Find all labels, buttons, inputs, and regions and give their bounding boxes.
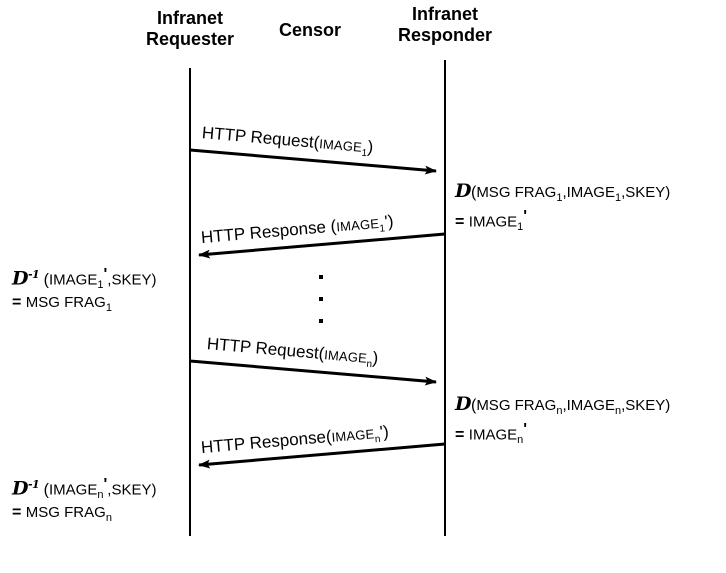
note-decode-1: D-1 (IMAGE1',SKEY) = MSG FRAG1 [12,263,156,315]
message-resp-n-suffix: ) [382,422,390,442]
participant-header-censor: Censor [245,20,375,41]
note-decode-n-open: ( [43,481,49,499]
note-decode-n-line1: D-1 (IMAGEn',SKEY) [12,473,156,502]
note-encode-n-sub2: n [614,405,622,417]
message-req-n-prefix: HTTP Request( [206,334,326,364]
continuation-ellipsis [318,275,324,323]
lifeline-responder [444,60,446,536]
lifeline-requester [189,68,191,536]
note-decode-1-open: ( [43,271,49,289]
participant-responder-line2: Responder [397,25,493,45]
message-req-n-sub: n [366,358,373,371]
message-resp-1-arg: IMAGE [335,215,380,235]
message-req-1-arg: IMAGE [318,136,363,155]
message-resp-1-prefix: HTTP Response ( [200,216,338,248]
note-decode-1-val: MSG FRAG [25,294,106,312]
decoder-inverse-operator-symbol: D [12,477,28,500]
note-encode-n-args: MSG FRAG [476,397,557,414]
note-encode-1-mid: ,IMAGE [562,184,615,201]
note-decode-1-args: IMAGE [49,271,98,289]
note-encode-n-sub1: n [556,405,563,417]
note-decode-n-sub1: n [97,489,104,502]
participant-responder-line1: Infranet [411,4,478,24]
note-decode-1-line1: D-1 (IMAGE1',SKEY) [12,263,156,292]
message-label-req-n: HTTP Request(IMAGEn) [206,334,379,371]
message-req-1-sub: 1 [361,147,368,160]
participant-requester-line2: Requester [145,29,235,49]
note-decode-n-args: IMAGE [49,481,98,499]
decoder-inverse-operator-symbol: D [12,267,28,290]
note-encode-n-eq: = [455,426,465,444]
note-decode-1-eq: = [12,294,22,312]
ellipsis-dot [319,319,323,323]
note-encode-1: D(MSG FRAG1,IMAGE1,SKEY) = IMAGE1' [455,180,670,234]
message-req-n-suffix: ) [371,348,380,368]
note-encode-1-tail: ,SKEY) [621,184,671,201]
note-decode-n-tail: ,SKEY) [107,481,157,499]
note-encode-1-sub2: 1 [614,192,622,204]
note-encode-n-prime: ' [523,421,528,438]
note-encode-n-tail: ,SKEY) [621,397,671,414]
message-req-n-arg: IMAGE [323,347,368,366]
note-decode-n-eq: = [12,504,22,522]
ellipsis-dot [319,275,323,279]
message-resp-1-suffix: ) [386,211,395,232]
message-label-resp-1: HTTP Response (IMAGE1') [200,212,394,250]
participant-header-requester: Infranet Requester [120,8,260,50]
note-decode-n-sub: n [105,512,112,525]
note-decode-1-prime: ' [103,266,108,283]
note-decode-n: D-1 (IMAGEn',SKEY) = MSG FRAGn [12,473,156,525]
note-decode-1-sub: 1 [105,302,112,315]
participant-requester-line1: Infranet [156,8,223,28]
note-encode-1-sub1: 1 [556,192,563,204]
note-decode-1-tail: ,SKEY) [107,271,157,289]
participant-header-responder: Infranet Responder [375,4,515,46]
note-encode-1-eq: = [455,213,465,231]
message-resp-1-sub: 1 [379,223,386,235]
note-encode-1-prime: ' [523,208,528,225]
message-resp-n-arg: IMAGE [330,426,376,445]
note-decode-1-exp: -1 [27,268,40,281]
note-decode-n-exp: -1 [27,478,40,491]
message-label-resp-n: HTTP Response(IMAGEn') [200,422,390,460]
note-decode-n-prime: ' [103,476,108,493]
note-encode-n-val: IMAGE [468,426,518,444]
message-req-1-suffix: ) [366,137,375,157]
note-encode-n-mid: ,IMAGE [562,397,615,414]
message-req-1-prefix: HTTP Request( [201,123,321,153]
note-encode-n-line2: = IMAGEn' [455,418,670,447]
ellipsis-dot [319,297,323,301]
note-decode-n-val: MSG FRAG [25,504,106,522]
note-encode-1-line1: D(MSG FRAG1,IMAGE1,SKEY) [455,180,670,205]
note-decode-1-sub1: 1 [97,279,104,292]
note-encode-1-sub: 1 [517,221,524,234]
note-encode-n-open: ( [470,397,477,414]
note-encode-1-line2: = IMAGE1' [455,205,670,234]
note-encode-n: D(MSG FRAGn,IMAGEn,SKEY) = IMAGEn' [455,393,670,447]
note-encode-1-args: MSG FRAG [476,184,557,201]
note-decode-n-line2: = MSG FRAGn [12,502,156,525]
note-encode-1-open: ( [470,184,477,201]
note-decode-1-line2: = MSG FRAG1 [12,292,156,315]
participant-censor-line1: Censor [278,20,341,40]
note-encode-n-line1: D(MSG FRAGn,IMAGEn,SKEY) [455,393,670,418]
message-resp-n-prefix: HTTP Response( [200,426,333,458]
message-label-req-1: HTTP Request(IMAGE1) [201,123,374,160]
note-encode-n-sub: n [517,434,524,447]
note-encode-1-val: IMAGE [468,213,518,231]
decoder-operator-symbol: D [455,180,471,202]
decoder-operator-symbol: D [455,393,471,415]
